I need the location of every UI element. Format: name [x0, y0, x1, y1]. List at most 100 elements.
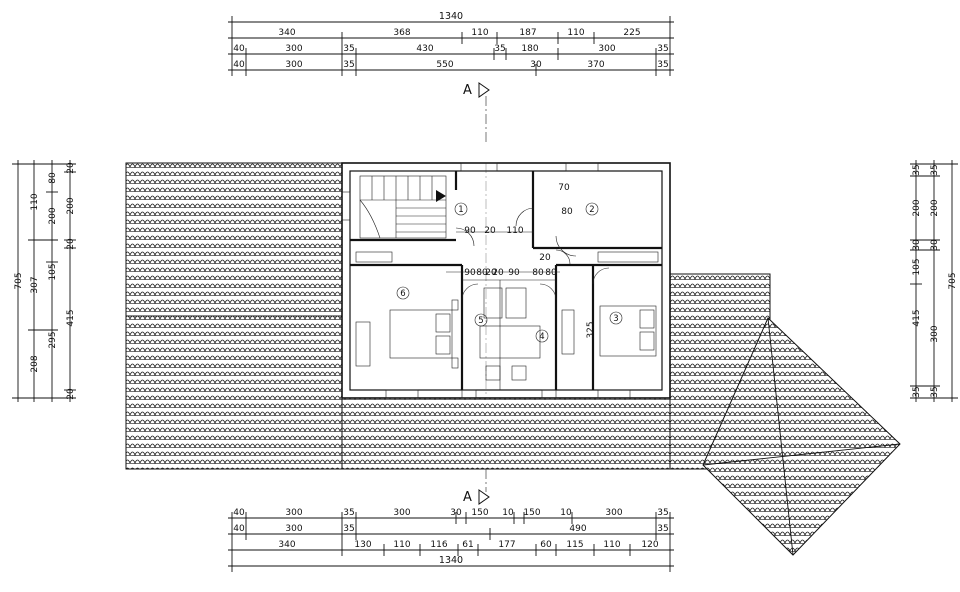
bot-r1-10: 35: [657, 508, 668, 518]
int-dim-10: 90: [508, 268, 520, 278]
bed-room-6: [389, 299, 459, 369]
room-2-label: 2: [589, 205, 594, 215]
bot-r1-5: 150: [471, 508, 488, 518]
top-r2-2: 110: [471, 28, 488, 38]
bot-r1-8: 10: [560, 508, 572, 518]
bot-r1-4: 30: [450, 508, 462, 518]
left-c4-0: 20: [66, 162, 76, 174]
int-dim-9: 20: [492, 268, 504, 278]
left-c4-3: 415: [66, 309, 76, 326]
top-r3-2: 35: [343, 44, 354, 54]
room-3-label: 3: [613, 314, 618, 324]
staircase: [359, 175, 447, 239]
int-dim-0: 90: [464, 226, 476, 236]
top-r3-6: 300: [598, 44, 615, 54]
right-c1-1: 200: [912, 199, 922, 216]
int-dim-8: 80: [532, 268, 544, 278]
left-c2-1: 307: [30, 276, 40, 293]
right-outer: 705: [948, 272, 958, 289]
left-c4-2: 20: [66, 238, 76, 250]
bot-r1-7: 150: [523, 508, 540, 518]
bottom-dimension-chains: 40 300 35 300 30 150 10 150 10 300 35 40…: [228, 508, 674, 572]
bot-r2-2: 35: [343, 524, 354, 534]
shelf-room-4: [561, 309, 575, 355]
bot-dim-total: 1340: [439, 555, 463, 566]
wardrobe-top: [355, 251, 393, 263]
right-c2-2: 30: [930, 239, 940, 251]
right-c2-0: 35: [930, 164, 940, 175]
room-4-label: 4: [539, 332, 544, 342]
top-r4-4: 30: [530, 60, 542, 70]
left-c4-1: 200: [66, 197, 76, 214]
section-label-bottom: A: [463, 490, 472, 505]
right-c1-4: 415: [912, 309, 922, 326]
room-6-label: 6: [400, 289, 405, 299]
bot-r1-1: 300: [285, 508, 302, 518]
left-c2-2: 208: [30, 355, 40, 372]
section-marker-bottom: A: [463, 469, 490, 505]
top-r2-1: 368: [393, 28, 410, 38]
left-outer: 705: [14, 272, 24, 289]
bot-r1-9: 300: [605, 508, 622, 518]
bot-r1-2: 35: [343, 508, 354, 518]
top-r4-5: 370: [587, 60, 604, 70]
right-c2-1: 200: [930, 199, 940, 216]
roof-tiles: [125, 162, 901, 556]
windows: [341, 162, 631, 399]
top-r4-2: 35: [343, 60, 354, 70]
bot-r3-2: 110: [393, 540, 410, 550]
bot-r3-6: 60: [540, 540, 552, 550]
bot-r3-8: 110: [603, 540, 620, 550]
int-dim-11: 80: [545, 268, 557, 278]
top-r2-4: 110: [567, 28, 584, 38]
bot-r3-3: 116: [430, 540, 447, 550]
top-r3-1: 300: [285, 44, 302, 54]
section-marker-top: A: [463, 82, 490, 398]
room-1-label: 1: [458, 205, 463, 215]
bed-room-3: [599, 305, 657, 357]
house-plan: 1 2 3 4 5 6 90 20 110 70 80 90 80 20 80 …: [341, 162, 671, 399]
top-r4-6: 35: [657, 60, 668, 70]
bot-r3-5: 177: [498, 540, 515, 550]
right-c1-5: 35: [912, 386, 922, 397]
int-dim-3: 70: [558, 183, 570, 193]
top-dimension-chains: 1340 340 368 110 187 110 225 40 300 35 4…: [228, 11, 674, 76]
left-c3-1: 200: [48, 207, 58, 224]
right-dimension-chains: 35 200 30 105 415 35 35 200 30 300 35 70…: [910, 160, 958, 402]
int-dim-7: 20: [485, 268, 497, 278]
int-dim-13: 325: [586, 321, 596, 338]
top-r4-1: 300: [285, 60, 302, 70]
top-r3-5: 180: [521, 44, 538, 54]
bathroom-fixtures: [479, 287, 541, 381]
top-r2-5: 225: [623, 28, 640, 38]
top-dim-total: 1340: [439, 11, 463, 22]
right-c1-2: 30: [912, 239, 922, 251]
int-dim-2: 110: [506, 226, 523, 236]
right-c1-0: 35: [912, 164, 922, 175]
top-r2-0: 340: [278, 28, 295, 38]
int-dim-5: 90: [464, 268, 476, 278]
int-dim-1: 20: [484, 226, 496, 236]
room-5-label: 5: [478, 316, 483, 326]
bot-r3-0: 340: [278, 540, 295, 550]
top-r3-0: 40: [233, 44, 245, 54]
door-swings: [455, 207, 610, 301]
left-c3-0: 80: [48, 172, 58, 184]
top-r3-7: 35: [657, 44, 668, 54]
left-c3-3: 295: [48, 331, 58, 348]
room-labels: 1 2 3 4 5 6: [396, 202, 623, 343]
wardrobe-room-6: [355, 321, 371, 367]
section-label-top: A: [463, 83, 472, 98]
interior-dimensions: 90 20 110 70 80 90 80 20 80 20 90 80 20 …: [446, 183, 596, 339]
top-r3-3: 430: [416, 44, 433, 54]
left-c4-4: 20: [66, 388, 76, 400]
bot-r1-3: 300: [393, 508, 410, 518]
right-c2-4: 35: [930, 386, 940, 397]
top-r4-0: 40: [233, 60, 245, 70]
bot-r3-7: 115: [566, 540, 583, 550]
bot-r1-6: 10: [502, 508, 514, 518]
bot-r2-1: 300: [285, 524, 302, 534]
left-c3-2: 105: [48, 263, 58, 280]
top-r4-3: 550: [436, 60, 453, 70]
